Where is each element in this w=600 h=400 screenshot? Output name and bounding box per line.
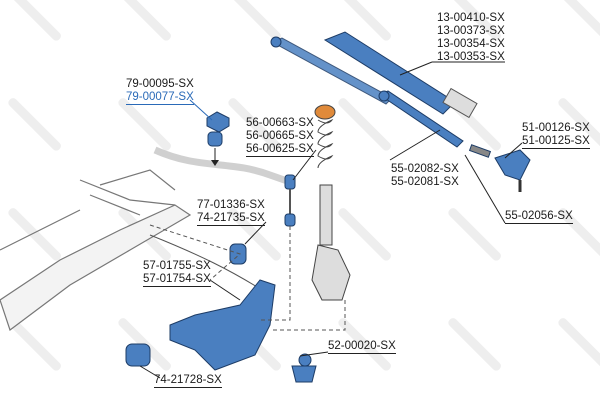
part-number: 51-00126-SX <box>522 122 590 134</box>
watermark-logo <box>448 208 501 261</box>
watermark-logo <box>338 98 391 151</box>
part-number: 13-00410-SX <box>437 12 505 24</box>
watermark-logo <box>8 98 61 151</box>
steering-rack-part <box>270 31 478 148</box>
watermark-logo <box>8 208 61 261</box>
watermark-logo <box>118 0 171 41</box>
part-number: 52-00020-SX <box>328 340 396 354</box>
label-steering-rack: 13-00410-SX 13-00373-SX 13-00354-SX 13-0… <box>437 12 505 64</box>
stabilizer-link-part <box>284 174 296 227</box>
part-number: 13-00373-SX <box>437 25 505 37</box>
watermark-logo <box>338 0 391 41</box>
stabilizer-bar <box>153 146 292 186</box>
control-arm-part <box>169 279 276 371</box>
part-number: 51-00125-SX <box>522 135 590 149</box>
ball-joint-part <box>291 353 317 383</box>
watermark-logo <box>558 0 600 41</box>
watermark-logo <box>558 98 600 151</box>
watermark-logo <box>338 318 391 371</box>
tie-rod-end-part <box>468 144 531 192</box>
watermark-logo <box>558 318 600 371</box>
label-control-arm: 57-01755-SX 57-01754-SX <box>143 260 211 287</box>
arm-bushing-front-part <box>229 243 247 265</box>
label-tie-rod-end: 51-00126-SX 51-00125-SX <box>522 122 590 149</box>
part-number: 56-00665-SX <box>246 130 314 142</box>
part-number: 13-00354-SX <box>437 38 505 50</box>
watermark-logo <box>338 208 391 261</box>
watermark-logo <box>228 0 281 41</box>
strut-part <box>311 104 351 301</box>
part-number: 74-21735-SX <box>197 212 265 226</box>
part-number: 55-02081-SX <box>391 176 459 188</box>
label-arm-bushing-rear: 74-21728-SX <box>154 374 222 388</box>
stabilizer-bushing-part <box>206 111 230 147</box>
part-number-link[interactable]: 79-00077-SX <box>126 91 194 105</box>
watermark-logo <box>8 0 61 41</box>
part-number: 56-00663-SX <box>246 117 314 129</box>
watermark-logo <box>448 0 501 41</box>
label-tie-rod: 55-02082-SX 55-02081-SX <box>391 163 459 189</box>
watermark-logo <box>118 98 171 151</box>
label-boot: 55-02056-SX <box>505 210 573 224</box>
part-number: 57-01754-SX <box>143 273 211 287</box>
part-number: 13-00353-SX <box>437 51 505 63</box>
watermark-layer <box>8 0 600 371</box>
watermark-logo <box>8 318 61 371</box>
part-number: 74-21728-SX <box>154 374 222 388</box>
part-number: 57-01755-SX <box>143 260 211 272</box>
watermark-logo <box>228 98 281 151</box>
part-number: 55-02056-SX <box>505 210 573 224</box>
arm-bushing-rear-part <box>125 343 151 367</box>
label-stabilizer-link: 56-00663-SX 56-00665-SX 56-00625-SX <box>246 117 314 157</box>
watermark-logo <box>448 318 501 371</box>
subframe <box>0 169 192 331</box>
part-number: 79-00095-SX <box>126 78 194 90</box>
label-arm-bushing-front: 77-01336-SX 74-21735-SX <box>197 199 265 226</box>
label-ball-joint: 52-00020-SX <box>328 340 396 354</box>
watermark-logo <box>558 208 600 261</box>
part-number: 55-02082-SX <box>391 163 459 175</box>
label-stabilizer-bushing: 79-00095-SX 79-00077-SX <box>126 78 194 105</box>
part-number: 56-00625-SX <box>246 143 314 157</box>
part-number: 77-01336-SX <box>197 199 265 211</box>
